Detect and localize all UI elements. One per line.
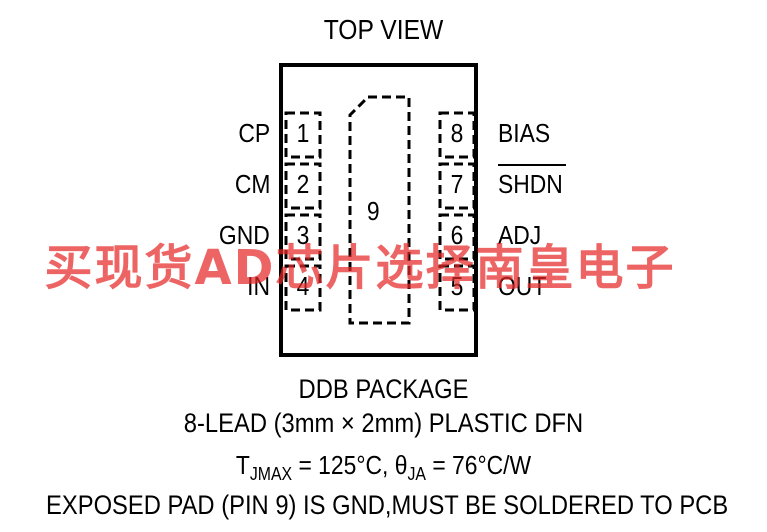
pin-3-label: GND xyxy=(219,220,270,250)
pin-2-pad xyxy=(284,162,322,210)
pin-4-number: 4 xyxy=(296,271,310,301)
pin-8-pad xyxy=(438,111,476,159)
theta-subscript: JA xyxy=(407,464,426,485)
pin-7-number: 7 xyxy=(450,169,464,199)
tj-value: = 125°C, xyxy=(292,450,395,480)
pin-5-label: OUT xyxy=(498,271,547,301)
pin-8-label: BIAS xyxy=(498,118,551,148)
theta-symbol: θ xyxy=(394,450,408,480)
thermal-spec: TJMAX = 125°C, θJA = 76°C/W xyxy=(46,450,721,485)
pin-4-label: IN xyxy=(247,271,270,301)
pin-2-number: 2 xyxy=(296,169,310,199)
watermark: 买现货AD芯片选择南皇电子 xyxy=(44,240,676,296)
exposed-pad-note: EXPOSED PAD (PIN 9) IS GND,MUST BE SOLDE… xyxy=(46,490,729,520)
exposed-pad-outline xyxy=(348,95,411,325)
pin-6-number: 6 xyxy=(450,220,464,250)
package-outline xyxy=(279,63,478,357)
pin-5-number: 5 xyxy=(450,271,464,301)
pin-5-pad xyxy=(438,264,476,312)
diagram-title: TOP VIEW xyxy=(323,14,444,45)
pin-3-pad xyxy=(284,213,322,261)
pin-2-label: CM xyxy=(234,169,270,199)
pin-1-number: 1 xyxy=(296,118,310,148)
tj-subscript: JMAX xyxy=(249,464,293,485)
pin-6-pad xyxy=(438,213,476,261)
pin-4-pad xyxy=(284,264,322,312)
exposed-pad-number: 9 xyxy=(366,196,380,226)
tj-symbol: T xyxy=(235,450,250,480)
package-name: DDB PACKAGE xyxy=(298,374,469,404)
pin-7-pad xyxy=(438,162,476,210)
theta-value: = 76°C/W xyxy=(425,450,532,480)
pin-1-label: CP xyxy=(238,118,270,148)
package-description: 8-LEAD (3mm × 2mm) PLASTIC DFN xyxy=(183,408,584,438)
pin-7-label: SHDN xyxy=(498,169,563,199)
pin-3-number: 3 xyxy=(296,220,310,250)
pin-8-number: 8 xyxy=(450,118,464,148)
pin-1-pad xyxy=(284,111,322,159)
pin-6-label: ADJ xyxy=(498,220,542,250)
